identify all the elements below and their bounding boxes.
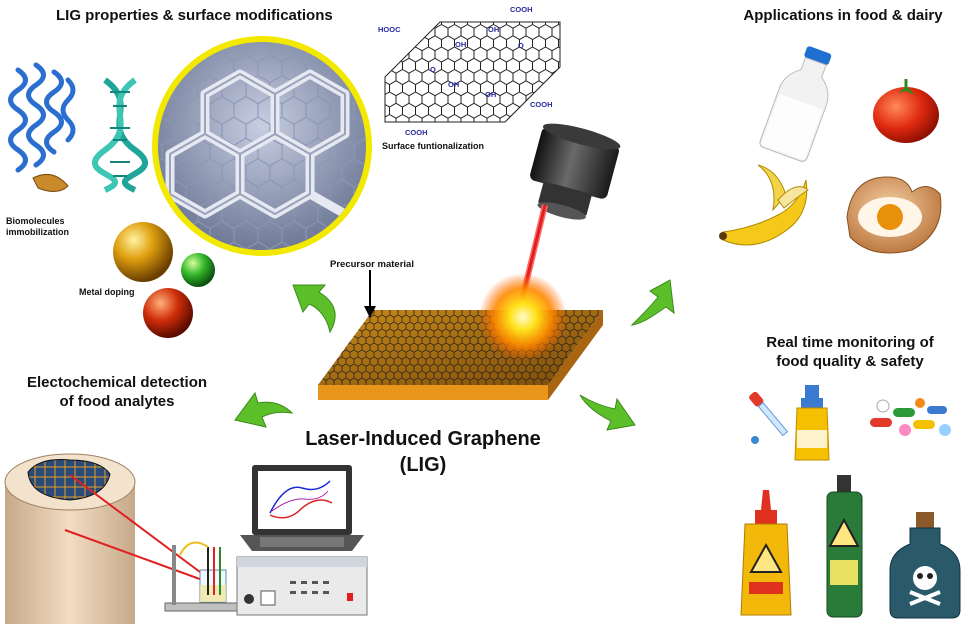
bottom-left-title-line1: Electochemical detection — [26, 374, 208, 391]
biomolecules-label-line1: Biomolecules — [6, 216, 65, 226]
surface-functionalization-label: Surface funtionalization — [382, 141, 485, 151]
potentiostat-device — [236, 556, 368, 616]
lig-title-line2: (LIG) — [399, 454, 447, 476]
bottom-left-title: Electochemical detection of food analyte… — [2, 374, 232, 412]
green-curved-arrow-bottom-left — [234, 391, 294, 428]
top-right-title: Applications in food & dairy — [743, 7, 943, 24]
pills-icon — [870, 398, 951, 436]
connection-lines — [64, 474, 209, 583]
bottom-left-title-line2: of food analytes — [59, 392, 175, 410]
biomolecules-label-line2: immobilization — [6, 226, 69, 237]
bottom-right-title-line1: Real time monitoring of — [766, 334, 934, 351]
poison-bottle-icon — [889, 512, 961, 619]
metal-doping-label: Metal doping — [79, 287, 135, 297]
lig-title: Laser-Induced Graphene (LIG) — [268, 426, 578, 478]
tomato-icon — [873, 79, 939, 143]
o-group-1: O — [430, 65, 436, 74]
electrochemical-cell-stand — [164, 541, 246, 612]
graphene-lattice-circle — [152, 36, 372, 256]
laptop-with-cv-plot — [240, 465, 364, 551]
lig-title-line1: Laser-Induced Graphene — [305, 428, 541, 450]
laser-head-illustration — [530, 123, 621, 220]
oh-group-2: OH — [488, 25, 499, 34]
hooc-group: HOOC — [378, 25, 401, 34]
metal-doping-spheres — [113, 222, 215, 338]
precursor-label: Precursor material — [330, 259, 414, 270]
dropper-bottle-icon — [749, 385, 830, 461]
protein-structure-illustration — [8, 62, 76, 192]
oh-group-3: OH — [448, 80, 459, 89]
cooh-group-1: COOH — [510, 5, 533, 14]
top-left-title: LIG properties & surface modifications — [56, 7, 333, 24]
functionalized-graphene-molecule: COOH HOOC COOH COOH OH OH OH OH O O — [378, 5, 561, 137]
bottom-right-title: Real time monitoring of food quality & s… — [730, 334, 968, 372]
egg-icon — [846, 176, 942, 254]
cooh-group-3: COOH — [405, 128, 428, 137]
green-curved-arrow-top-right — [630, 279, 675, 326]
dna-helix-illustration — [91, 77, 149, 193]
oh-group-4: OH — [485, 90, 496, 99]
cooh-group-2: COOH — [530, 100, 553, 109]
bottom-right-title-line2: food quality & safety — [776, 352, 924, 370]
green-curved-arrow-top-left — [292, 284, 336, 334]
laser-spot-glow — [479, 273, 567, 361]
biomolecules-label: Biomolecules immobilization — [6, 216, 69, 238]
green-curved-arrow-bottom-right — [579, 394, 636, 431]
precursor-pointer-arrow — [364, 270, 376, 318]
o-group-2: O — [518, 41, 524, 50]
toxic-bottle-green-icon — [826, 475, 863, 618]
toxic-bottle-yellow-icon — [740, 490, 792, 616]
oh-group-1: OH — [455, 40, 466, 49]
electrode-cylinder-illustration — [4, 453, 136, 624]
milk-bottle-icon — [759, 46, 832, 162]
banana-icon — [719, 164, 809, 246]
